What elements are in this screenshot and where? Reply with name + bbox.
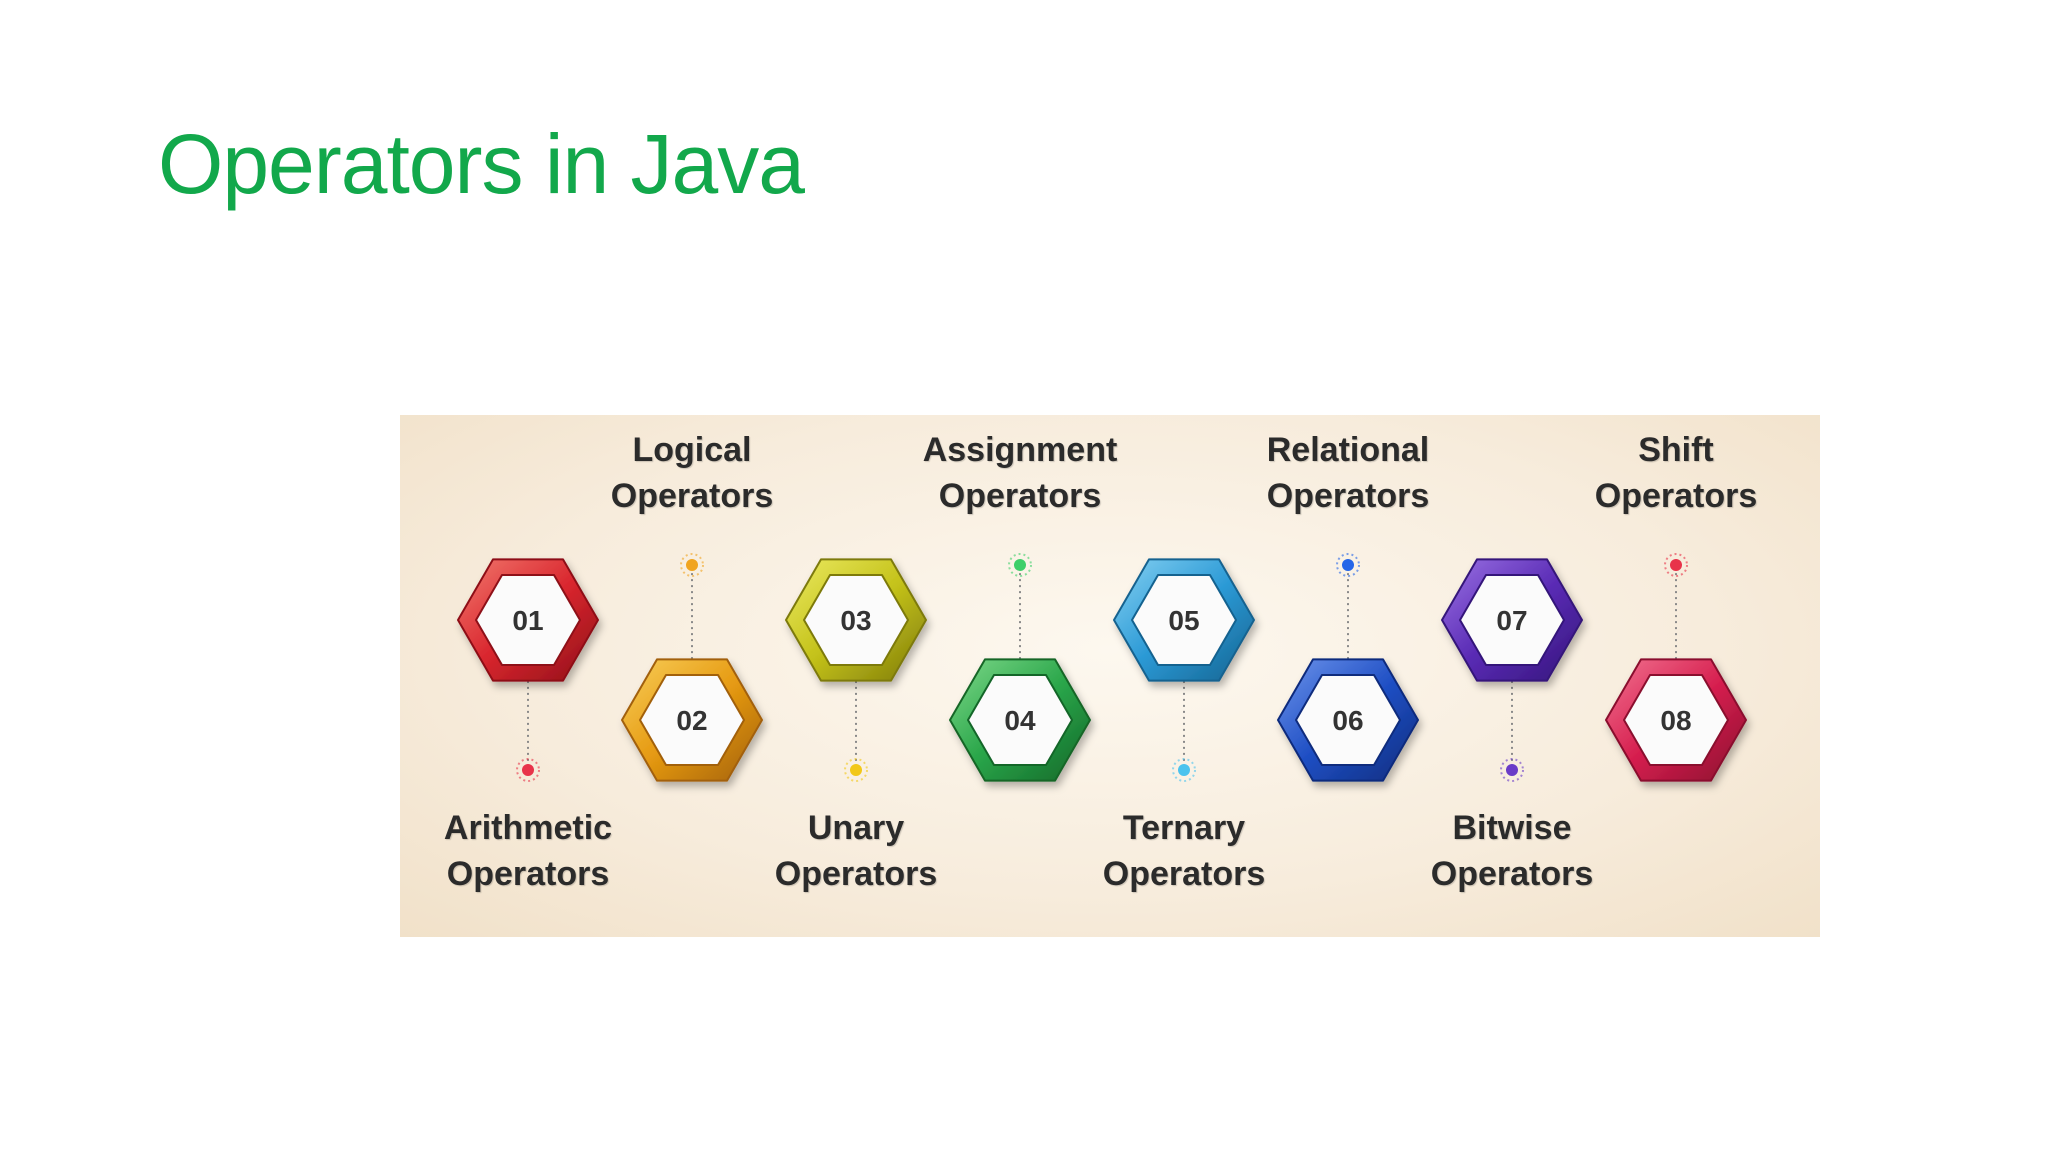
operator-number: 05 <box>1168 605 1199 636</box>
marker-ring <box>1500 758 1524 782</box>
operator-label-line1: Unary <box>807 809 905 847</box>
marker-ring <box>680 553 704 577</box>
marker-ring <box>1008 553 1032 577</box>
operator-label-line1: Relational <box>1266 431 1430 469</box>
operator-label-line1: Logical <box>632 431 752 469</box>
hexagon-center <box>1131 574 1237 666</box>
operator-label-line1: Bitwise <box>1452 809 1572 847</box>
marker-ring <box>844 758 868 782</box>
operator-number: 06 <box>1332 705 1363 736</box>
marker-dot <box>1178 764 1190 776</box>
operator-hexagon-06: 06 <box>1277 658 1419 782</box>
operator-hexagon-07: 07 <box>1441 558 1583 682</box>
operator-number: 02 <box>676 705 707 736</box>
operator-number: 03 <box>840 605 871 636</box>
operator-label-line2: Operators <box>1594 477 1758 515</box>
operator-number: 01 <box>512 605 543 636</box>
hexagon-center <box>1295 674 1401 766</box>
hexagon-center <box>803 574 909 666</box>
marker-dot <box>522 764 534 776</box>
operator-label-line2: Operators <box>774 855 938 893</box>
operator-label-line1: Shift <box>1638 431 1714 469</box>
operator-label-line1: Assignment <box>922 431 1118 469</box>
operator-hexagon-05: 05 <box>1113 558 1255 682</box>
operators-diagram: 01 02 03 04 05 06 07 08 <box>457 553 1747 782</box>
operator-label-line2: Operators <box>938 477 1102 515</box>
hexagon-center <box>475 574 581 666</box>
operator-number: 08 <box>1660 705 1691 736</box>
marker-ring <box>1172 758 1196 782</box>
operator-label-line2: Operators <box>1102 855 1266 893</box>
marker-ring <box>516 758 540 782</box>
marker-ring <box>1664 553 1688 577</box>
marker-dot <box>1342 559 1354 571</box>
hexagon-center <box>967 674 1073 766</box>
operator-number: 04 <box>1004 705 1036 736</box>
operator-hexagon-04: 04 <box>949 658 1091 782</box>
operator-label-line1: Ternary <box>1122 809 1246 847</box>
operator-hexagon-08: 08 <box>1605 658 1747 782</box>
operator-label-line2: Operators <box>1266 477 1430 515</box>
operator-number: 07 <box>1496 605 1527 636</box>
hexagon-center <box>1623 674 1729 766</box>
marker-dot <box>1014 559 1026 571</box>
operator-label-line2: Operators <box>446 855 610 893</box>
operator-hexagon-03: 03 <box>785 558 927 682</box>
marker-ring <box>1336 553 1360 577</box>
slide-title: Operators in Java <box>158 117 805 211</box>
operator-label-line2: Operators <box>1430 855 1594 893</box>
hexagon-center <box>639 674 745 766</box>
operator-hexagon-02: 02 <box>621 658 763 782</box>
operator-hexagon-01: 01 <box>457 558 599 682</box>
marker-dot <box>1506 764 1518 776</box>
operator-label-line1: Arithmetic <box>443 809 613 847</box>
marker-dot <box>686 559 698 571</box>
hexagon-center <box>1459 574 1565 666</box>
operator-label-line2: Operators <box>610 477 774 515</box>
marker-dot <box>850 764 862 776</box>
marker-dot <box>1670 559 1682 571</box>
